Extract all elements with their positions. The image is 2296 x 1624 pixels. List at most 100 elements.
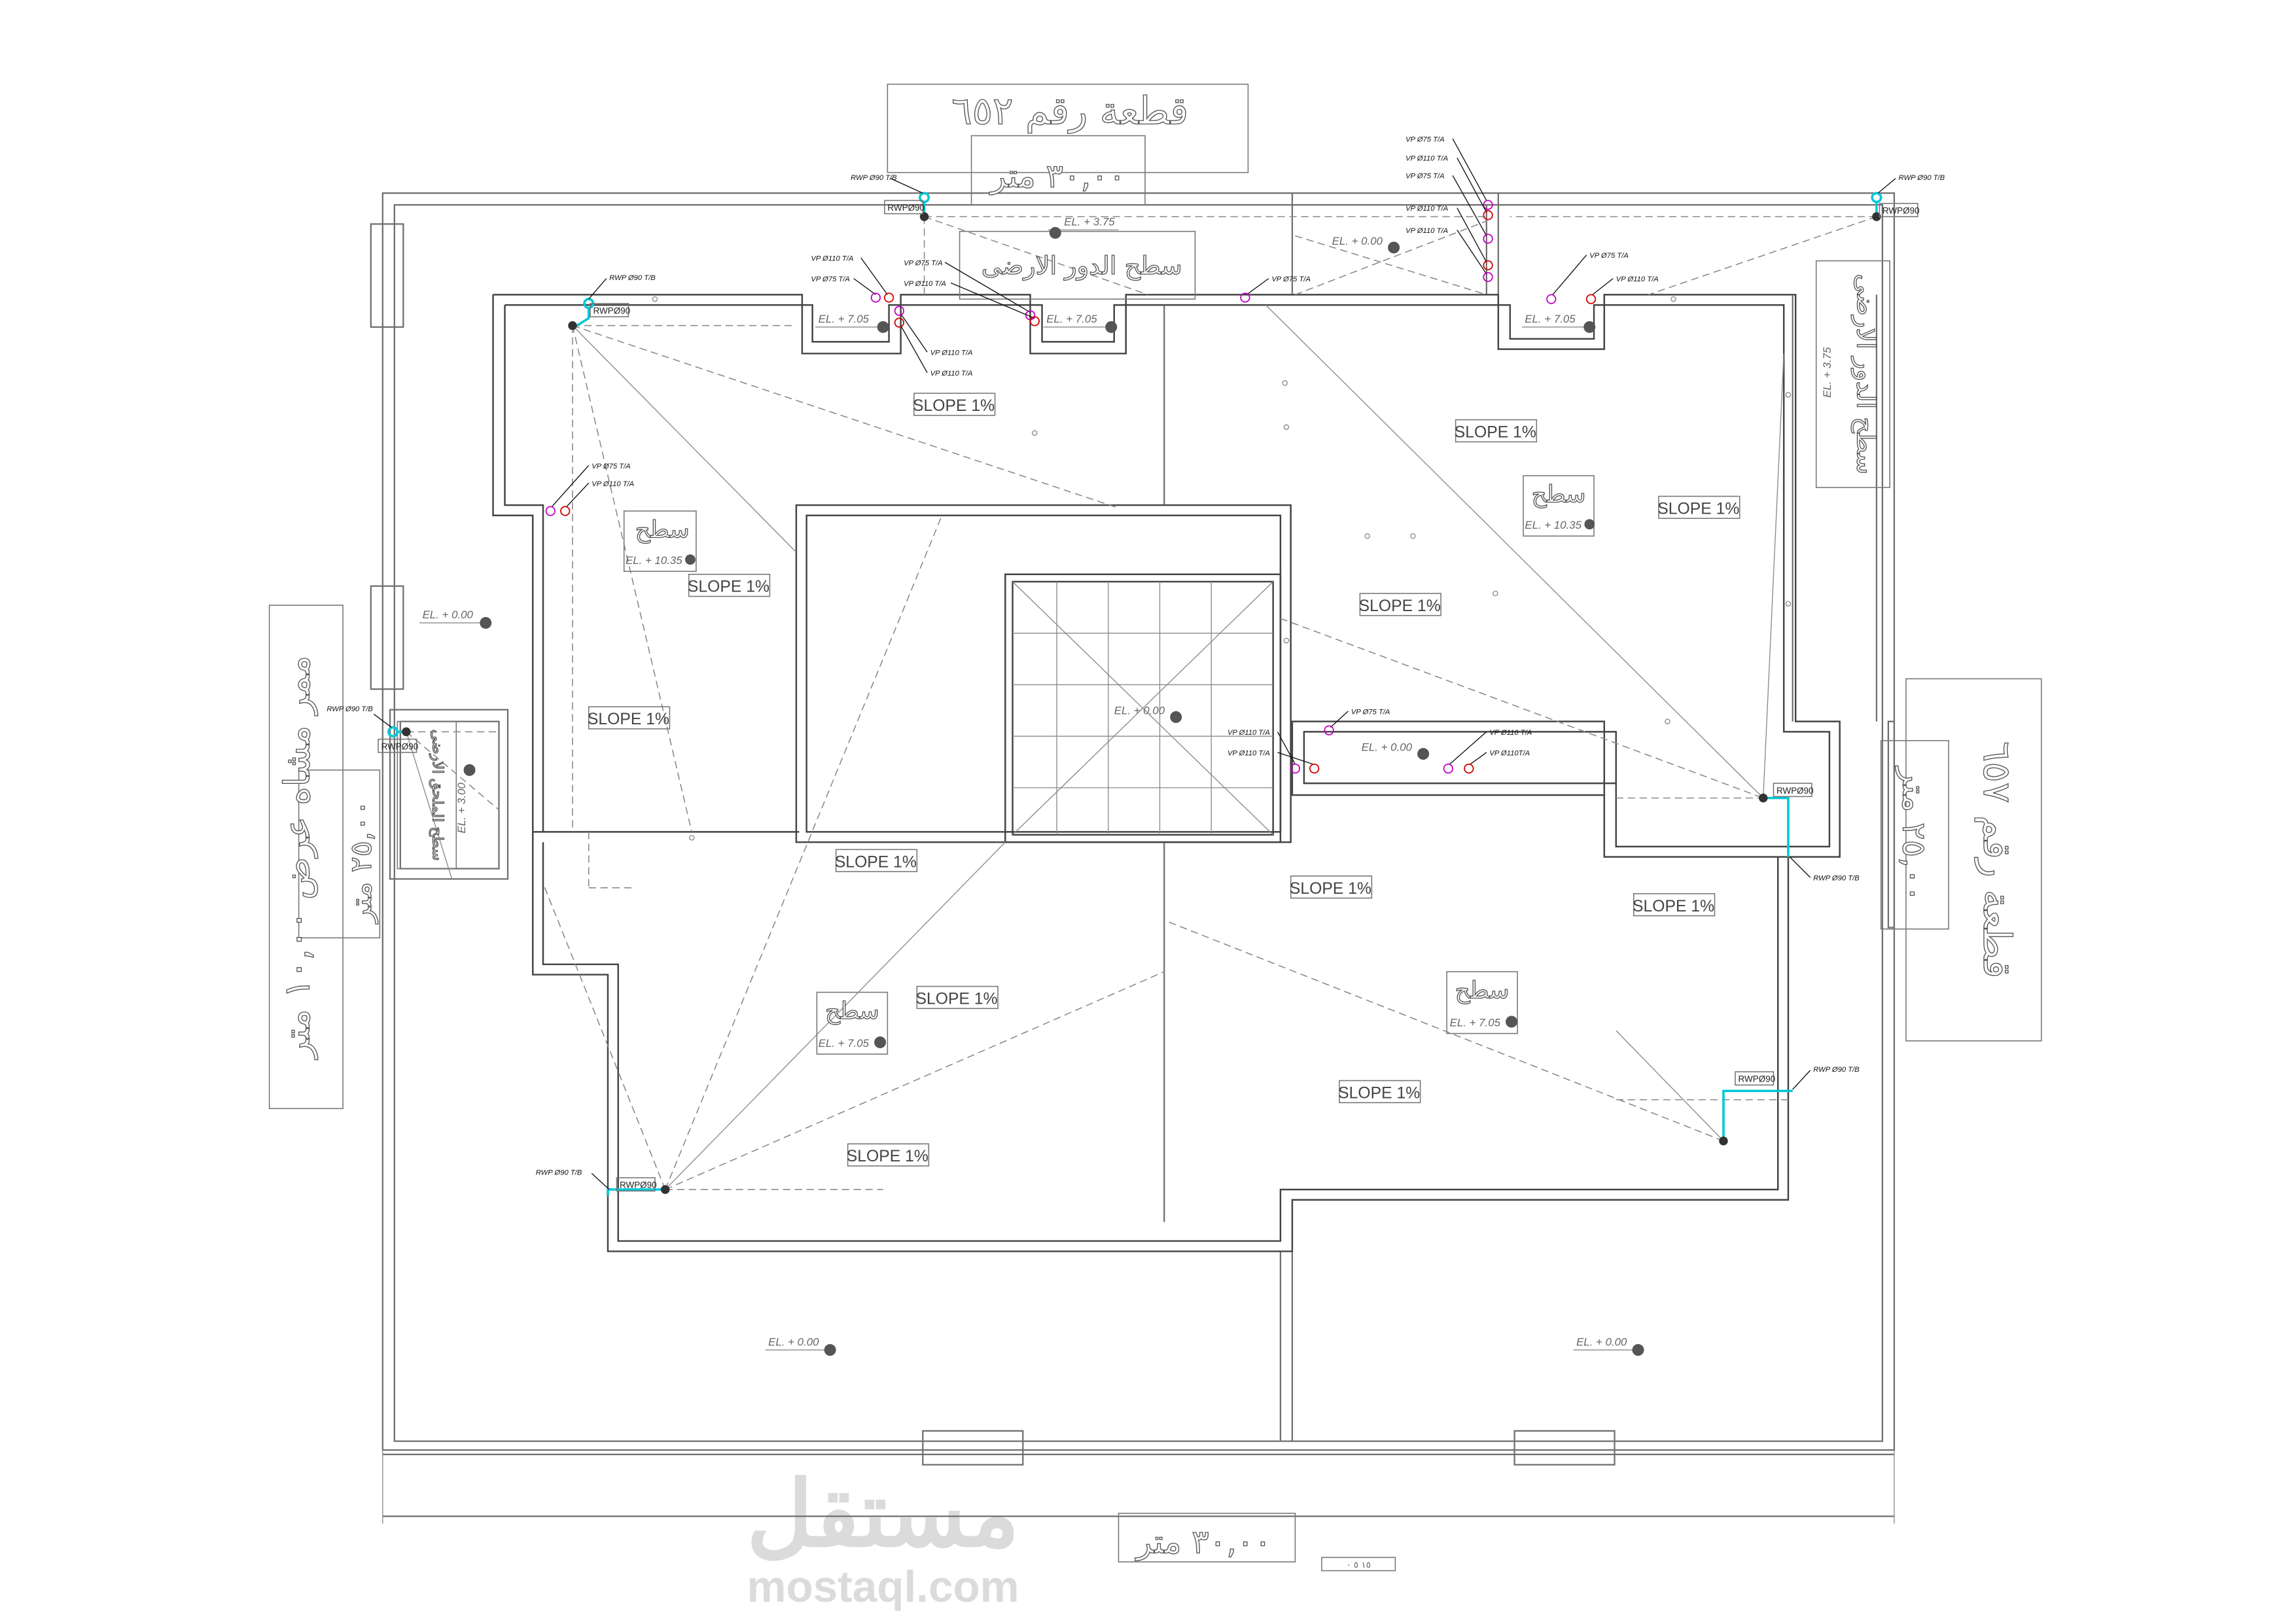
slope-label: SLOPE 1% <box>588 706 671 730</box>
plot-east-width: ٢٥,٠٠ متر <box>1895 766 1933 902</box>
svg-text:VP Ø110 T/A: VP Ø110 T/A <box>930 370 973 378</box>
vent-pipe: VP Ø110 T/A <box>1443 729 1532 774</box>
plot-east: قطعة رقم ٦٥٧ ٢٥,٠٠ متر <box>1880 678 2042 1042</box>
south-dimension: ٣٠,٠٠ متر ١٥ ٥ ٠ <box>1118 1513 1396 1572</box>
slope-label: SLOPE 1% <box>688 573 771 597</box>
elevation-marker: EL. + 0.00 <box>1362 741 1430 760</box>
vent-pipe: VP Ø75 T/A <box>904 259 1036 321</box>
window-west-1 <box>370 223 404 328</box>
svg-text:VP Ø110 T/A: VP Ø110 T/A <box>1489 729 1532 737</box>
vent-pipe: VP Ø75 T/A <box>1546 252 1629 304</box>
slope-label: SLOPE 1% <box>1359 593 1441 616</box>
svg-text:SLOPE 1%: SLOPE 1% <box>1633 898 1714 915</box>
svg-text:SLOPE 1%: SLOPE 1% <box>1657 501 1739 518</box>
svg-text:VP Ø75 T/A: VP Ø75 T/A <box>1271 275 1311 283</box>
vent-pipe: VP Ø110 T/A <box>1405 227 1493 283</box>
svg-text:EL. + 10.35: EL. + 10.35 <box>626 554 682 567</box>
vent-pipe: VP Ø110T/A <box>1464 749 1530 774</box>
svg-text:VP Ø110 T/A: VP Ø110 T/A <box>1405 227 1448 235</box>
slope-labels: SLOPE 1% SLOPE 1% SLOPE 1% SLOPE 1% SLOP… <box>588 393 1740 1167</box>
svg-text:SLOPE 1%: SLOPE 1% <box>1290 880 1371 898</box>
slope-label: SLOPE 1% <box>1338 1080 1421 1104</box>
svg-text:SLOPE 1%: SLOPE 1% <box>688 578 769 596</box>
svg-text:EL. + 0.00: EL. + 0.00 <box>1114 704 1165 716</box>
vent-pipe: VP Ø110 T/A <box>1405 205 1493 271</box>
svg-text:VP Ø110T/A: VP Ø110T/A <box>1489 749 1530 757</box>
svg-text:EL. + 0.00: EL. + 0.00 <box>1362 741 1413 754</box>
svg-text:RWP Ø90 T/B: RWP Ø90 T/B <box>609 274 656 282</box>
svg-text:EL. + 0.00: EL. + 0.00 <box>1576 1335 1627 1348</box>
svg-text:VP Ø110 T/A: VP Ø110 T/A <box>811 255 853 263</box>
svg-text:EL. + 0.00: EL. + 0.00 <box>423 609 474 621</box>
svg-text:SLOPE 1%: SLOPE 1% <box>1359 597 1441 615</box>
svg-text:VP Ø110 T/A: VP Ø110 T/A <box>592 480 634 488</box>
svg-text:VP Ø75 T/A: VP Ø75 T/A <box>811 275 850 283</box>
annex-roof <box>389 709 509 880</box>
rwp-drain: RWP Ø90 T/B RWPØ90 <box>1871 174 1945 221</box>
plot-north-width: ٣٠,٠٠ متر <box>989 157 1125 195</box>
elevation-marker: EL. + 0.00 <box>1573 1335 1644 1356</box>
elevation-marker: EL. + 3.00 <box>455 764 476 834</box>
roof-label: سطح <box>1532 482 1586 508</box>
vent-pipe: VP Ø110 T/A <box>904 280 1040 327</box>
svg-text:RWPØ90: RWPØ90 <box>1776 786 1814 796</box>
vent-pipe: VP Ø110 T/A <box>1405 155 1493 221</box>
svg-text:RWPØ90: RWPØ90 <box>381 741 419 751</box>
vent-pipe: VP Ø110 T/A <box>560 480 634 516</box>
floor-drains <box>652 296 1792 841</box>
south-width: ٣٠,٠٠ متر <box>1135 1523 1271 1561</box>
elevation-marker: EL. + 3.75 <box>1048 216 1119 239</box>
elevation-marker: EL. + 7.05 <box>819 1036 887 1050</box>
svg-text:VP Ø110 T/A: VP Ø110 T/A <box>904 280 946 288</box>
ground-roof-top-label: سطح الدور الارضى <box>981 252 1182 281</box>
watermark-arabic: مستقل <box>747 1463 1019 1565</box>
annex-roof-label: سطح الملحق الارضى <box>429 730 446 861</box>
svg-text:VP Ø110 T/A: VP Ø110 T/A <box>1227 749 1270 757</box>
svg-text:RWPØ90: RWPØ90 <box>1882 206 1920 216</box>
svg-text:VP Ø75 T/A: VP Ø75 T/A <box>1589 252 1629 260</box>
vent-pipe: VP Ø110 T/A <box>811 255 894 303</box>
vent-pipe: VP Ø75 T/A <box>1324 708 1390 735</box>
svg-text:EL. + 3.00: EL. + 3.00 <box>455 783 468 834</box>
svg-text:VP Ø110 T/A: VP Ø110 T/A <box>1405 205 1448 213</box>
elevation-marker: EL. + 7.05 <box>815 313 889 333</box>
svg-text:RWP Ø90 T/B: RWP Ø90 T/B <box>536 1169 582 1176</box>
svg-text:EL. + 7.05: EL. + 7.05 <box>1525 313 1576 325</box>
svg-text:EL. + 0.00: EL. + 0.00 <box>1332 235 1383 247</box>
elevation-marker: EL. + 10.35 <box>626 554 696 567</box>
vent-pipe: VP Ø110 T/A <box>894 317 973 378</box>
scale-bar <box>1321 1557 1396 1572</box>
plot-east-title: قطعة رقم ٦٥٧ <box>1975 741 2019 978</box>
svg-text:SLOPE 1%: SLOPE 1% <box>835 853 917 871</box>
rwp-drain: RWP Ø90 T/B RWPØ90 <box>1758 783 1860 883</box>
elevation-marker: EL. + 0.00 <box>1332 235 1400 254</box>
watermark: مستقل mostaql.com <box>747 1463 1019 1611</box>
vent-pipe: VP Ø75 T/A <box>811 275 881 303</box>
vent-pipes: VP Ø110 T/A VP Ø75 T/A VP Ø110 T/A VP Ø1… <box>545 135 1659 774</box>
slope-label: SLOPE 1% <box>1633 893 1716 917</box>
roof-label: سطح <box>825 998 879 1025</box>
svg-text:RWP Ø90 T/B: RWP Ø90 T/B <box>1899 174 1945 182</box>
elevation-marker: EL. + 3.75 <box>1821 347 1833 398</box>
svg-text:RWP Ø90 T/B: RWP Ø90 T/B <box>1813 875 1860 883</box>
svg-text:EL. + 7.05: EL. + 7.05 <box>1046 313 1097 325</box>
svg-text:EL. + 3.75: EL. + 3.75 <box>1821 347 1833 398</box>
slope-label: SLOPE 1% <box>835 849 918 872</box>
svg-text:VP Ø110 T/A: VP Ø110 T/A <box>1405 155 1448 163</box>
svg-text:VP Ø110 T/A: VP Ø110 T/A <box>1227 729 1270 737</box>
svg-text:RWPØ90: RWPØ90 <box>593 306 630 316</box>
svg-text:RWP Ø90 T/B: RWP Ø90 T/B <box>327 705 373 713</box>
window-south-2 <box>1513 1430 1616 1466</box>
vent-pipe: VP Ø110 T/A <box>1585 275 1659 304</box>
vent-pipe: VP Ø110 T/A <box>1227 749 1320 774</box>
west-passage-width: ٢٥,٠٠ متر <box>344 800 378 925</box>
vent-pipe: VP Ø75 T/A <box>1405 173 1493 244</box>
upper-roof-outline <box>492 294 1878 1252</box>
slope-label: SLOPE 1% <box>1657 495 1740 520</box>
rwp-drain: RWP Ø90 T/B RWPØ90 <box>568 274 656 330</box>
svg-text:VP Ø75 T/A: VP Ø75 T/A <box>1405 173 1445 181</box>
scale-bar-label: ١٥ ٥ ٠ <box>1346 1560 1371 1570</box>
svg-text:SLOPE 1%: SLOPE 1% <box>913 397 995 415</box>
